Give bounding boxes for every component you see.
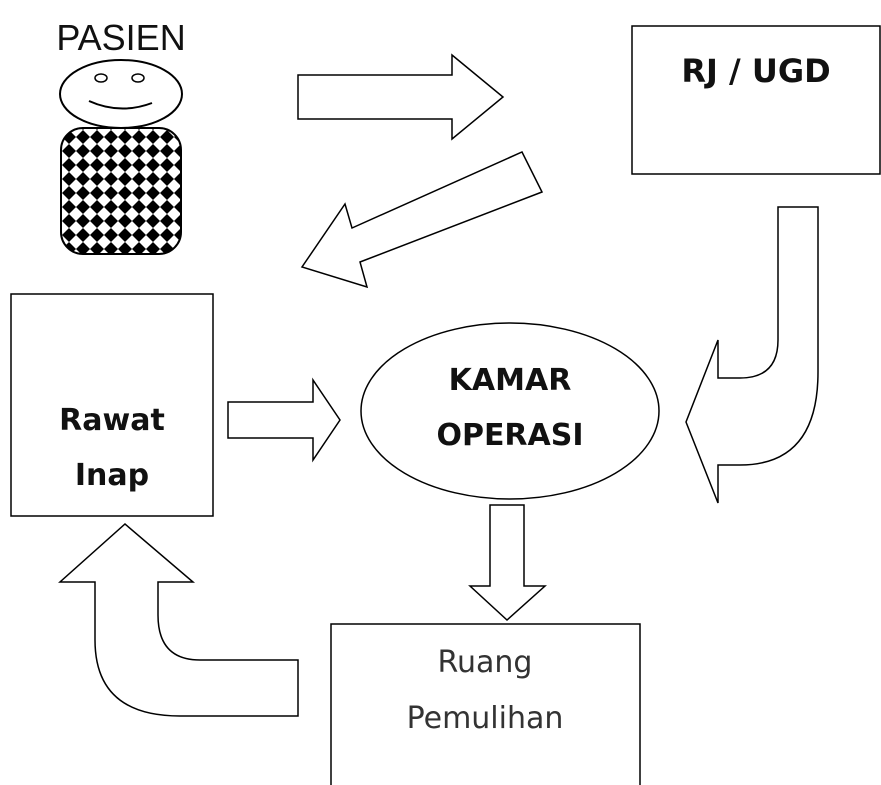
rj-ugd-box — [631, 25, 881, 175]
rj-ugd-node: RJ / UGD — [631, 25, 881, 175]
ruang-pemulihan-label-line1: Ruang — [438, 645, 533, 680]
patient-head — [59, 59, 183, 129]
rawat-inap-box — [10, 293, 214, 517]
patient-mouth — [88, 100, 153, 110]
arrow-rjugd-to-kamar-operasi — [685, 206, 819, 504]
arrow-rjugd-to-patient — [300, 151, 544, 289]
patient-right-eye — [131, 73, 145, 83]
rj-ugd-label: RJ / UGD — [681, 52, 830, 90]
rawat-inap-label-line2: Inap — [75, 458, 149, 493]
kamar-operasi-label-line2: OPERASI — [436, 418, 583, 453]
ruang-pemulihan-label-line2: Pemulihan — [407, 701, 564, 736]
patient-figure: PASIEN — [56, 17, 186, 255]
patient-label: PASIEN — [56, 17, 185, 58]
rawat-inap-label-line1: Rawat — [59, 403, 165, 438]
arrow-rawatinap-to-kamar-operasi — [227, 377, 341, 463]
kamar-operasi-node: KAMAR OPERASI — [360, 322, 660, 500]
kamar-operasi-label-line1: KAMAR — [449, 363, 572, 398]
patient-left-eye — [94, 73, 108, 83]
arrow-ruang-pemulihan-to-rawatinap — [58, 523, 299, 717]
ruang-pemulihan-node: Ruang Pemulihan — [330, 623, 641, 785]
arrow-patient-to-rjugd — [297, 53, 505, 141]
arrow-kamar-operasi-to-ruang-pemulihan — [468, 504, 547, 622]
ruang-pemulihan-box — [330, 623, 641, 785]
kamar-operasi-ellipse — [360, 322, 660, 500]
patient-body — [60, 127, 182, 255]
rawat-inap-node: Rawat Inap — [10, 293, 214, 517]
